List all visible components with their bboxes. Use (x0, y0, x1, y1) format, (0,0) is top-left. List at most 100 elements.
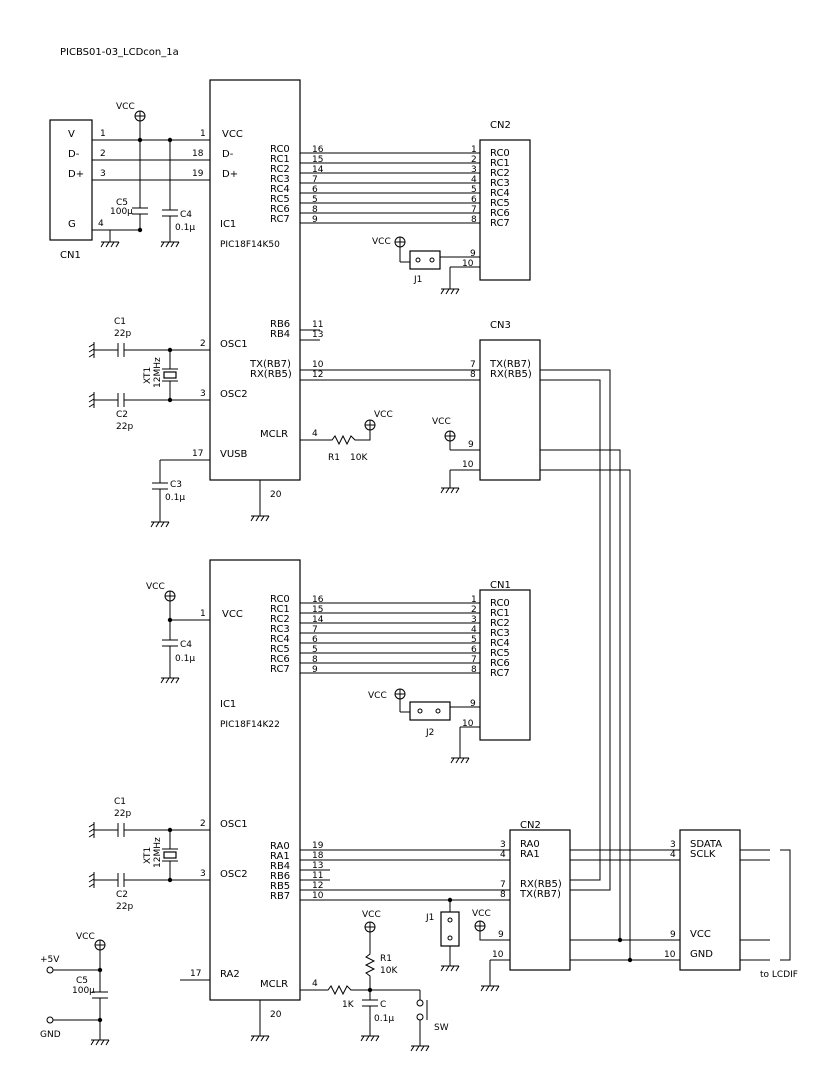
conn-pin-num: 6 (471, 195, 477, 205)
ic-pin-num: 6 (312, 185, 318, 195)
junction-dot (447, 897, 453, 903)
ic-pin-rc6: RC6 (270, 654, 290, 665)
ic1-ref: IC1 (220, 219, 236, 230)
vcc-icon (164, 590, 176, 602)
xt1b-label: XT1 (143, 847, 153, 864)
c2-value: 22p (116, 422, 133, 432)
usb-pin-dplus: D+ (68, 169, 84, 180)
conn-pin-num: 4 (471, 625, 477, 635)
ic2-part: PIC18F14K22 (220, 720, 280, 730)
ic-pin-rc0: RC0 (270, 594, 290, 605)
vcc-icon (134, 110, 146, 122)
j2-label: J2 (425, 728, 434, 738)
ic2-ref: IC1 (220, 699, 236, 710)
usb-num-4: 4 (98, 219, 104, 229)
cn3-ref: CN3 (490, 320, 511, 331)
lcd-gnd: GND (690, 949, 713, 960)
lcd-sdata: SDATA (690, 839, 722, 850)
cn2-connector-bottom (509, 829, 571, 971)
conn-pin-num: 10 (462, 259, 474, 269)
conn-pin-label: RC4 (490, 188, 510, 199)
ic2-pin-vcc: VCC (222, 609, 243, 620)
c-value: 0.1μ (374, 1014, 394, 1024)
cn3-rx: RX(RB5) (490, 369, 532, 380)
conn-pin-num: 10 (462, 719, 474, 729)
to-lcdif-label: to LCDIF (760, 970, 798, 980)
cn2b-num-10: 10 (492, 950, 504, 960)
jumper-j1[interactable] (409, 250, 441, 270)
vcc-icon (394, 688, 406, 700)
diagram-title: PICBS01-03_LCDcon_1a (60, 47, 179, 58)
usb-pin-v: V (68, 129, 75, 140)
r1b-label: R1 (380, 954, 392, 964)
jumper-j2[interactable] (409, 701, 451, 721)
conn-pin-label: RC0 (490, 598, 510, 609)
cn2-bottom-ref: CN2 (520, 820, 541, 831)
ic1-pic18f14k22 (209, 559, 301, 1001)
ic-pin-num: 12 (312, 881, 323, 891)
ic2-num-1: 1 (200, 609, 206, 619)
cn1-label: CN1 (60, 250, 81, 261)
ic1-pin-tx: TX(RB7) (249, 359, 291, 370)
vcc-icon (364, 921, 376, 933)
junction-dot (137, 227, 143, 233)
ground-icon (150, 515, 170, 528)
conn-pin-label: RC5 (490, 198, 510, 209)
cn2b-num-8: 8 (500, 890, 506, 900)
jumper-j1-bottom[interactable] (440, 911, 460, 947)
ic-pin-num: 7 (312, 175, 318, 185)
xt1b-value: 12MHz (153, 837, 163, 868)
ic2-num-20: 20 (270, 1010, 282, 1020)
cn3-tx: TX(RB7) (489, 359, 531, 370)
lcd-num-9: 9 (670, 930, 676, 940)
vcc-label: VCC (374, 410, 393, 420)
ic2-pin-osc1: OSC1 (220, 819, 248, 830)
ic1-pin-vcc: VCC (222, 129, 243, 140)
ground-icon (100, 235, 120, 248)
cn3-num-10: 10 (462, 460, 474, 470)
ic-pin-rc4: RC4 (270, 184, 290, 195)
ic1-num-1: 1 (200, 129, 206, 139)
ic-pin-rc5: RC5 (270, 194, 290, 205)
ground-icon (480, 979, 500, 992)
cn2-connector-top (479, 139, 531, 281)
r1-label: R1 (328, 453, 340, 463)
r1b-value: 10K (380, 966, 398, 976)
ic-pin-ra0: RA0 (270, 841, 290, 852)
ic1-num-19: 19 (192, 169, 204, 179)
ic-pin-num: 11 (312, 871, 323, 881)
ic-pin-rc1: RC1 (270, 604, 290, 615)
cn3-num-9: 9 (468, 440, 474, 450)
vcc-icon (394, 236, 406, 248)
j1-label: J1 (413, 275, 422, 285)
conn-pin-num: 8 (471, 665, 477, 675)
ic1-num-18: 18 (192, 149, 204, 159)
ic1-num-4: 4 (312, 429, 318, 439)
conn-pin-label: RC7 (490, 668, 510, 679)
j1b-label: J1 (425, 913, 434, 923)
vcc-label: VCC (362, 910, 381, 920)
c2b-label: C2 (116, 890, 128, 900)
c2b-value: 22p (116, 902, 133, 912)
ground-icon (360, 1029, 380, 1042)
c4b-value: 0.1μ (175, 654, 195, 664)
ic1-pin-osc1: OSC1 (220, 339, 248, 350)
ic1-part: PIC18F14K50 (220, 240, 280, 250)
c1b-value: 22p (114, 809, 131, 819)
vcc-icon (94, 939, 106, 951)
ic1-pin-rb4: RB4 (270, 329, 290, 340)
ic-pin-rc7: RC7 (270, 664, 290, 675)
ic-pin-num: 16 (312, 595, 324, 605)
cn2b-num-9: 9 (498, 930, 504, 940)
ic-pin-rb7: RB7 (270, 891, 290, 902)
cn1-bottom-ref: CN1 (490, 580, 511, 591)
ic-pin-num: 7 (312, 625, 318, 635)
ground-icon (160, 235, 180, 248)
conn-pin-label: RC3 (490, 628, 510, 639)
ic-pin-ra1: RA1 (270, 851, 290, 862)
conn-pin-label: RC0 (490, 148, 510, 159)
ic-pin-rb6: RB6 (270, 871, 290, 882)
vcc-label: VCC (372, 237, 391, 247)
